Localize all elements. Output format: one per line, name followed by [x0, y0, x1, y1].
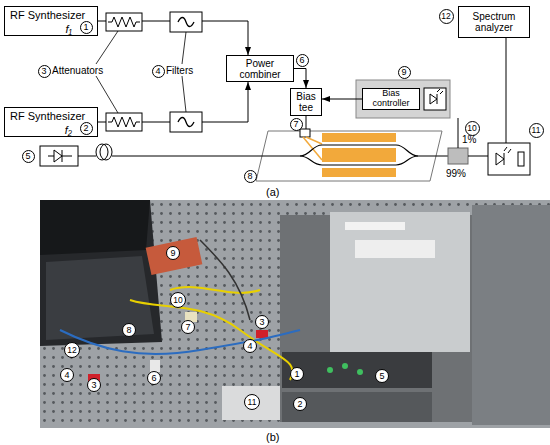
- controller-box: Bias controller: [362, 88, 420, 110]
- attenuator-symbol: [106, 13, 142, 31]
- instrument-panel: [282, 352, 432, 388]
- box-label: Bias controller: [363, 89, 419, 109]
- callout-number: 2: [293, 397, 307, 411]
- laptop-keyboard: [46, 256, 154, 340]
- rf-line: [306, 116, 307, 129]
- callout-number: 12: [439, 9, 454, 24]
- laptop-screen: [40, 200, 150, 255]
- sticker: [355, 240, 435, 258]
- photodetector-symbol: [40, 146, 78, 166]
- callout-number: 8: [244, 170, 257, 183]
- instrument-lid: [330, 212, 470, 352]
- controller-enclosure: [356, 80, 450, 118]
- callout-number: 3: [87, 378, 101, 392]
- callout-number: 10: [465, 121, 480, 136]
- callout-number: 1: [290, 367, 304, 381]
- combiner-box: Power combiner: [226, 55, 294, 82]
- sticker: [345, 222, 405, 230]
- wire: [200, 240, 250, 320]
- bias-tee-box: Bias tee: [290, 88, 322, 116]
- box-label: Bias tee: [291, 91, 321, 113]
- part-label: 99%: [446, 168, 466, 179]
- panel-led: [327, 367, 333, 373]
- attenuator-part: [256, 330, 268, 338]
- signal-arrow: [98, 21, 248, 55]
- panel-caption: (b): [266, 431, 279, 443]
- callout-number: 10: [170, 292, 186, 308]
- callout-number: 4: [152, 65, 165, 78]
- part-label: Filters: [166, 65, 193, 76]
- callout-number: 9: [398, 66, 411, 79]
- instrument-panel: [282, 392, 432, 422]
- callout-number: 7: [290, 118, 303, 131]
- callout-number: 7: [181, 320, 195, 334]
- part-label: 1%: [462, 134, 476, 145]
- callout-number: 5: [375, 369, 389, 383]
- optical-fiber: [78, 144, 257, 160]
- fiber-coupler: [440, 118, 488, 164]
- fiber-cable: [170, 287, 260, 293]
- signal-arrow: [322, 99, 362, 100]
- part-label: Attenuators: [52, 65, 103, 76]
- callout-number: 3: [38, 65, 51, 78]
- mach-zehnder-modulator: [256, 129, 442, 181]
- box-label: Spectrum analyzer: [459, 11, 529, 33]
- laptop: [40, 200, 162, 346]
- box-label: RF Synthesizer: [10, 110, 92, 122]
- filter-symbol: [170, 112, 202, 132]
- rf-line: [506, 38, 507, 143]
- callout-number: 3: [255, 315, 269, 329]
- callout-number: 12: [64, 342, 80, 358]
- callout-number: 5: [22, 150, 35, 163]
- detector-box: [222, 386, 280, 420]
- signal-arrow: [98, 82, 248, 122]
- photodetector-symbol: [488, 143, 530, 175]
- attenuator-symbol: [106, 113, 142, 131]
- callout-number: 2: [80, 122, 93, 135]
- callout-number: 8: [122, 323, 136, 337]
- instrument-side: [472, 205, 550, 425]
- callout-number: 4: [243, 339, 257, 353]
- callout-number: 6: [147, 371, 161, 385]
- callout-number: 1: [80, 21, 93, 34]
- rf-cable: [60, 330, 300, 354]
- callout-number: 11: [244, 394, 260, 410]
- box-label: RF Synthesizer: [10, 9, 92, 21]
- fiber-cable: [130, 300, 293, 380]
- setup-photo: [40, 200, 550, 428]
- analyzer-box: Spectrum analyzer: [458, 6, 530, 38]
- callout-number: 9: [166, 246, 180, 260]
- callout-number: 11: [529, 123, 544, 138]
- panel-caption: (a): [266, 186, 279, 198]
- panel-led: [342, 363, 348, 369]
- signal-arrow: [294, 69, 306, 89]
- box-label: Power combiner: [227, 58, 293, 80]
- callout-number: 4: [60, 368, 74, 382]
- filter-symbol: [170, 12, 202, 32]
- photodiode-symbol: [424, 88, 446, 110]
- breadboard: [40, 200, 550, 428]
- callout-number: 6: [296, 54, 309, 67]
- controller-board: [146, 237, 203, 275]
- panel-led: [357, 369, 363, 375]
